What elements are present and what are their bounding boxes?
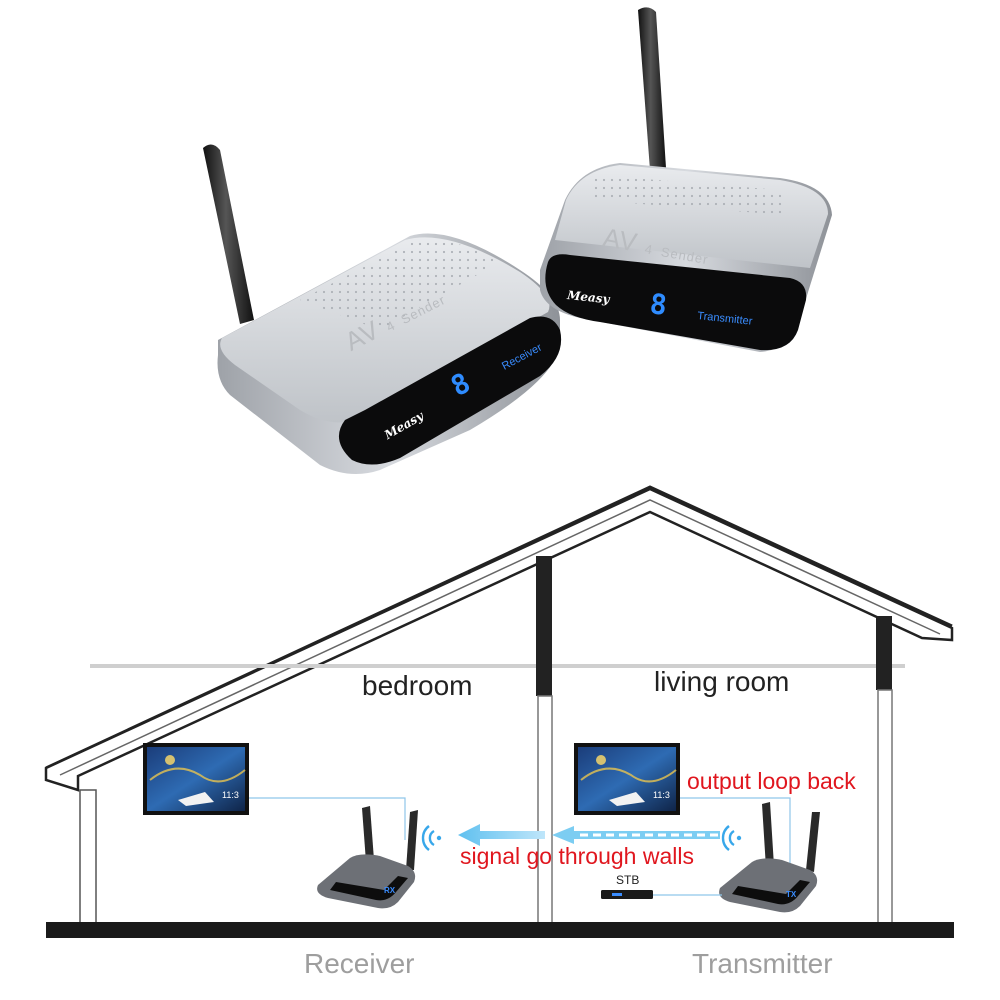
living-room-tv-time: 11:3 [653,790,670,800]
signal-arrow [458,824,720,846]
loopback-cable [680,797,791,870]
transmitter-front-panel [545,254,807,351]
mini-transmitter-antenna-1 [762,802,774,868]
mini-receiver-antenna-2 [406,810,418,870]
mini-receiver-tag: RX [384,886,396,895]
roof-inner-line [59,499,941,776]
stb-label: STB [616,873,640,887]
left-wall [79,789,97,925]
stb-body [601,890,653,899]
receiver-unit [203,144,562,474]
signal-arrow-head-left [458,824,545,846]
transmitter-top-marking-word: Sender [659,244,710,268]
wifi-icon [421,825,442,851]
caption-transmitter: Transmitter [692,948,833,979]
roof-band [44,487,954,792]
stb-box [601,890,653,899]
signal-note: signal go through walls [460,843,694,869]
floor [46,922,954,938]
mini-transmitter-tag: TX [786,890,797,899]
middle-wall-top [536,556,552,696]
receiver-vents [300,237,500,330]
middle-wall [537,695,553,925]
bedroom-cable [249,797,406,840]
mini-receiver [317,806,418,909]
loop-note: output loop back [687,768,856,794]
receiver-antenna [203,144,254,324]
bedroom-tv [143,743,249,815]
receiver-top [220,237,550,423]
wifi-icon [721,825,742,851]
transmitter-top-marking-small: 4 [643,241,655,258]
mini-transmitter-antenna-2 [806,812,820,872]
transmitter-unit [540,7,832,352]
mini-transmitter-front [732,880,810,905]
transmitter-antenna [638,7,666,170]
receiver-front-panel [338,316,562,465]
mini-receiver-antenna-1 [362,806,374,862]
room-label-bedroom: bedroom [362,670,473,701]
right-wall-top [876,616,892,690]
transmitter-display-digit: 8 [648,287,669,322]
room-label-living-room: living room [654,666,790,697]
caption-receiver: Receiver [304,948,415,979]
transmitter-top-marking: AV [600,222,641,258]
living-room-tv [574,743,680,815]
right-wall [877,689,893,925]
mini-transmitter [719,802,820,913]
house-diagram [44,485,954,938]
receiver-top-marking-small: 4 [383,317,398,335]
mini-receiver-front [330,876,408,901]
bedroom-tv-time: 11:3 [222,790,239,800]
transmitter-vents [590,175,785,215]
